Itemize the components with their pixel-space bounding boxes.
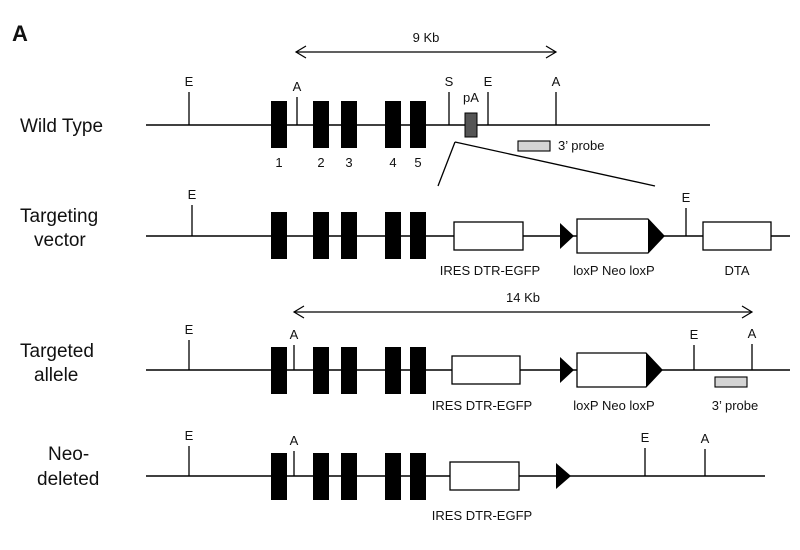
probe-label: 3’ probe	[558, 138, 605, 153]
loxp-right	[648, 219, 664, 253]
row-label-neo-2: deleted	[37, 469, 99, 490]
exon-1	[271, 101, 287, 148]
distance-arrow-14kb: 14 Kb	[292, 290, 754, 319]
exon-number-5: 5	[414, 155, 421, 170]
exon-3	[341, 101, 357, 148]
site-e-label: E	[185, 322, 194, 337]
exon-4	[385, 212, 401, 259]
exon-1	[271, 212, 287, 259]
row-label-targeting-2: vector	[34, 230, 86, 251]
distance-label-14kb: 14 Kb	[506, 290, 540, 305]
wild-type-row: Wild Type 9 Kb E A S E A 1 2 3 4 5	[20, 30, 710, 170]
loxp-right	[646, 353, 662, 387]
site-a-label: A	[290, 433, 299, 448]
ires-dtr-egfp-label: IRES DTR-EGFP	[432, 398, 532, 413]
row-label-targeted-2: allele	[34, 365, 78, 386]
exon-3	[341, 212, 357, 259]
loxp-left	[560, 223, 574, 249]
exon-4	[385, 347, 401, 394]
loxp-left	[560, 357, 574, 383]
loxp-neo-loxp-label: loxP Neo loxP	[573, 263, 654, 278]
exon-5	[410, 347, 426, 394]
exon-4	[385, 101, 401, 148]
site-e-label: E	[185, 428, 194, 443]
distance-label-9kb: 9 Kb	[413, 30, 440, 45]
site-e-label: E	[690, 327, 699, 342]
exon-1	[271, 453, 287, 500]
neo-deleted-row: Neo- deleted E A E A IRES DTR-EGFP	[37, 428, 765, 523]
panel-label: A	[12, 21, 28, 46]
site-a-label: A	[552, 74, 561, 89]
row-label-targeting-1: Targeting	[20, 206, 98, 227]
row-label-neo-1: Neo-	[48, 444, 89, 465]
exon-2	[313, 101, 329, 148]
polya-label: pA	[463, 90, 479, 105]
exon-2	[313, 453, 329, 500]
site-e-label: E	[641, 430, 650, 445]
distance-arrow-9kb: 9 Kb	[294, 30, 558, 59]
exon-number-4: 4	[389, 155, 396, 170]
targeted-allele-row: Targeted allele 14 Kb E A E A IRES DTR-E…	[20, 290, 790, 413]
dta-cassette	[702, 221, 772, 251]
exon-5	[410, 101, 426, 148]
site-e-label: E	[185, 74, 194, 89]
site-a-label: A	[293, 79, 302, 94]
row-label-targeted-1: Targeted	[20, 341, 94, 362]
exon-1	[271, 347, 287, 394]
insertion-line-left	[437, 141, 456, 187]
dta-label: DTA	[724, 263, 749, 278]
exon-3	[341, 347, 357, 394]
site-e-label: E	[188, 187, 197, 202]
ires-dtr-egfp-label: IRES DTR-EGFP	[432, 508, 532, 523]
probe-box	[517, 140, 551, 152]
probe-label: 3’ probe	[712, 398, 759, 413]
loxp-remaining	[556, 463, 571, 489]
site-e-label: E	[484, 74, 493, 89]
exon-2	[313, 212, 329, 259]
ires-dtr-egfp-label: IRES DTR-EGFP	[440, 263, 540, 278]
site-a-label: A	[290, 327, 299, 342]
exon-4	[385, 453, 401, 500]
probe-box	[714, 376, 748, 388]
exon-2	[313, 347, 329, 394]
site-e-label: E	[682, 190, 691, 205]
loxp-neo-loxp-label: loxP Neo loxP	[573, 398, 654, 413]
exon-3	[341, 453, 357, 500]
ires-dtr-egfp-cassette	[449, 461, 520, 491]
ires-dtr-egfp-cassette	[453, 221, 524, 251]
exon-number-1: 1	[275, 155, 282, 170]
polya-signal	[464, 112, 478, 138]
row-label-wild-type: Wild Type	[20, 116, 103, 137]
site-a-label: A	[748, 326, 757, 341]
site-a-label: A	[701, 431, 710, 446]
exon-number-3: 3	[345, 155, 352, 170]
site-s-label: S	[445, 74, 454, 89]
exon-5	[410, 453, 426, 500]
ires-dtr-egfp-cassette	[451, 355, 521, 385]
insertion-line-right	[454, 141, 656, 187]
exon-number-2: 2	[317, 155, 324, 170]
exon-5	[410, 212, 426, 259]
targeting-vector-row: Targeting vector E E IRES DTR-EGFP loxP …	[20, 187, 790, 278]
